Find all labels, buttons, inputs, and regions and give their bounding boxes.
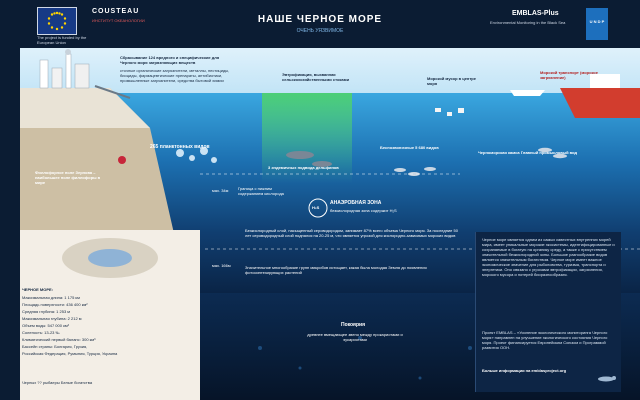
anaerobic-subtitle: безкислородная зона содержит H₂S [330,208,397,213]
map-icon [62,238,158,278]
eutrophication-plume [262,93,352,183]
emblas-subtitle: Environmental Monitoring in the Black Se… [490,20,566,25]
depth-label-2: мах. 166м [212,263,231,268]
ship-icon [510,74,640,118]
h2s-icon [308,198,328,218]
diver-icon [596,372,618,391]
shore [20,88,150,128]
phyllophora-icon [118,156,126,164]
facts-row: Объем воды: 547 000 км³ [22,323,69,328]
facts-row: Максимальная глубина: 2 212 м [22,316,82,321]
plankton-label: 265 планктонных видов [150,144,210,150]
info-para-2: Проект EMBLAS – «Усиление экологического… [482,330,608,350]
h2s-icon-label: H₂S [312,205,320,210]
phyllophora-label: Филлофорное поле Зернова – наибольшее по… [35,170,101,185]
dolphin-icon [286,151,332,167]
marine-litter-label: Морской мусор в центре моря [427,76,476,86]
oxygen-limit-label: Граница с нижним содержанием кислорода [238,186,284,196]
invertebrates-label: Беспозвоночные 5 680 видов [380,145,439,150]
pipe [94,85,131,99]
microbes-text: Значительное многообразие групп микробов… [245,265,427,275]
deep-body: древнее вмещающее звено между прокариота… [307,332,403,342]
eu-flag-icon [37,7,77,35]
info-para-1: Черное море является одним из самых изве… [482,237,615,277]
sky [20,48,640,98]
marine-transport-label: Морской транспорт (морское загрязнение) [540,70,598,80]
litter-icon [435,108,464,116]
header-bar [0,0,640,50]
eu-stars-icon [47,11,67,31]
anaerobic-title: АНАЭРОБНАЯ ЗОНА [330,200,382,206]
page-subtitle: ОЧЕНЬ УЯЗВИМОЕ [296,28,344,34]
info-link[interactable]: Больше информации на emblasproject.org [482,368,567,373]
deep-title: Покоярия [340,322,366,328]
page-title: НАШЕ ЧЕРНОЕ МОРЕ [257,14,383,25]
facts-card [20,230,200,400]
facts-row: Российская Федерация, Румыния, Турция, У… [22,351,118,356]
pollutants-title: Сбрасывание 124 вредного и специфические… [120,55,220,65]
diver-graphic [598,376,616,382]
factory-icon [39,49,90,89]
cousteau-title: COUSTEAU [92,8,140,15]
facts-row: Климатический первый баланс: 300 км³ [22,337,96,342]
facts-footer: Черных ?? рыбаеры Белые богатства [22,380,93,385]
fish-icon [394,147,567,176]
facts-row: Средняя глубина: 1 253 м [22,309,71,314]
cousteau-subtitle: ИНСТИТУТ ОКЕАНОЛОГИИ [92,18,145,23]
sea-scene [20,48,640,400]
facts-row: Бассейн страны: Болгария, Грузия, [22,344,88,349]
facts-row: Максимальная длина: 1 175 км [22,295,80,300]
anaerobic-body: Безкислородный слой, насыщенный сероводо… [245,228,458,238]
eu-caption: The project is funded by the European Un… [37,35,87,45]
emblas-title: EMBLAS-Plus [512,10,559,17]
facts-row: Площадь поверхности: 436 400 км² [22,302,88,307]
eutrophication-label: Эвтрофикация, вызванная сельскохозяйстве… [282,72,350,82]
fish-label: Черноморская камса Главный промысловый в… [478,150,578,155]
depth-label-1: мах. 34м [212,188,229,193]
undp-label: U N D P [589,19,605,24]
pollutants-body: сточные органические загрязнители, метал… [120,68,230,83]
facts-row: Соленость: 13-23 ‰ [22,330,60,335]
dolphins-label: 3 эндемичных подвида дельфинов [268,165,339,170]
facts-heading: ЧЕРНОЕ МОРЕ: [22,287,54,292]
info-panel [475,232,621,392]
undp-logo: U N D P [586,8,608,40]
plankton-icon [176,147,217,163]
